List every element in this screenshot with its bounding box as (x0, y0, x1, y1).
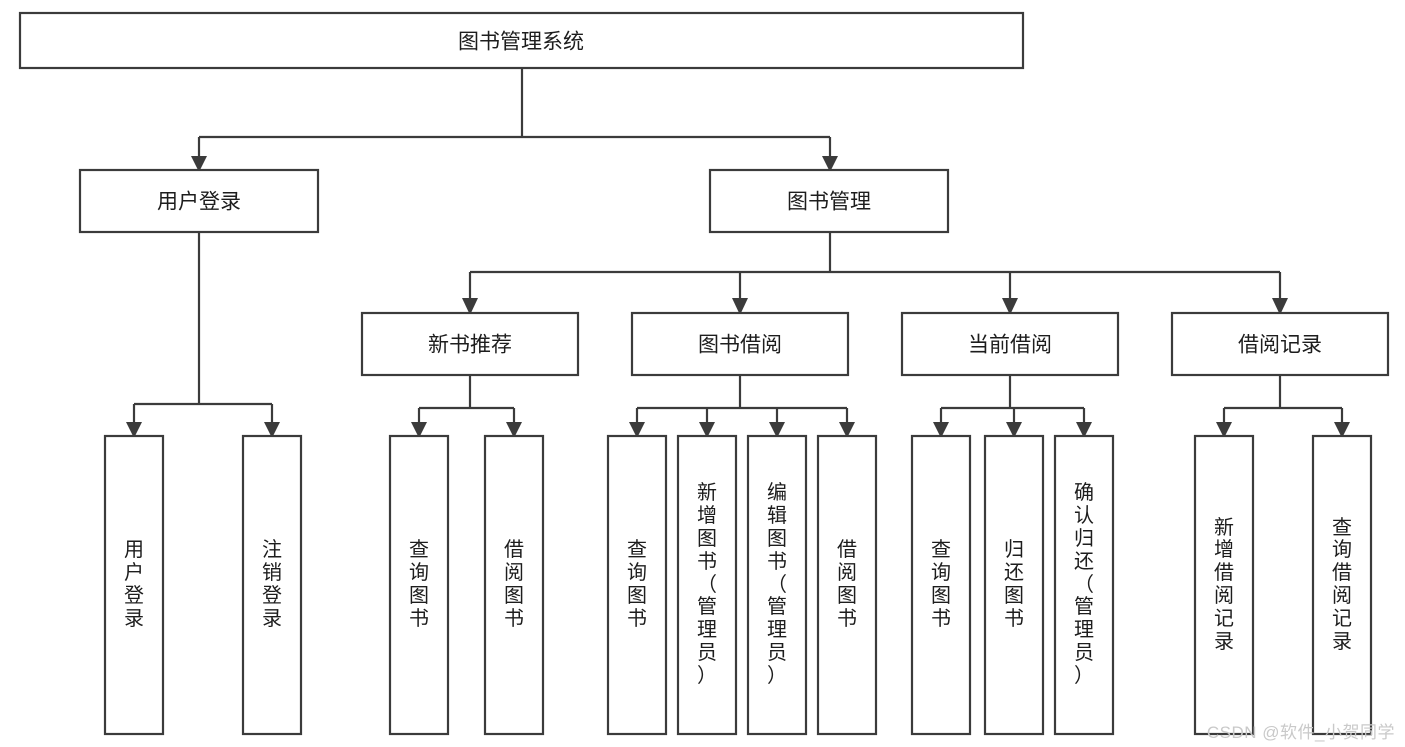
leaf-box-借阅图书-2[interactable] (816, 434, 878, 736)
arrow-to-用户登录 (191, 156, 207, 172)
node-借阅记录[interactable]: 借阅记录 (1170, 311, 1390, 377)
arrow-to-图书借阅 (732, 298, 748, 315)
connector-图书管理-branch (468, 232, 1282, 300)
node-图书管理-box[interactable] (708, 168, 950, 234)
leaf-box-新增借阅记录[interactable] (1193, 434, 1255, 736)
node-新书推荐[interactable]: 新书推荐 (360, 311, 580, 377)
node-当前借阅[interactable]: 当前借阅 (900, 311, 1120, 377)
arrow-to-借阅记录 (1272, 298, 1288, 315)
arrow-to-leaf-确认归还 (1076, 422, 1092, 438)
leaf-box-借阅图书-1[interactable] (483, 434, 545, 736)
node-当前借阅-label: 当前借阅 (968, 334, 1052, 357)
node-用户登录-label: 用户登录 (157, 191, 241, 214)
node-用户登录-box[interactable] (78, 168, 320, 234)
connector-图书借阅-branch (635, 375, 849, 424)
arrow-to-新书推荐 (462, 298, 478, 315)
leaf-box-编辑图书[interactable] (746, 434, 808, 736)
node-借阅记录-label: 借阅记录 (1238, 334, 1322, 357)
node-图书借阅[interactable]: 图书借阅 (630, 311, 850, 377)
connector-layer (126, 68, 1350, 438)
arrow-to-leaf-归还图书 (1006, 422, 1022, 438)
leaf-box-查询图书-1[interactable] (388, 434, 450, 736)
connector-借阅记录-branch (1222, 375, 1344, 424)
leaf-box-确认归还[interactable] (1053, 434, 1115, 736)
leaf-box-layer (103, 434, 1373, 736)
arrow-to-leaf-新增图书 (699, 422, 715, 438)
connector-当前借阅-branch (939, 375, 1086, 424)
leaf-box-查询图书-2[interactable] (606, 434, 668, 736)
node-root[interactable]: 图书管理系统 (18, 11, 1025, 70)
arrow-to-leaf-查询图书-1 (411, 422, 427, 438)
arrow-to-leaf-借阅图书-1 (506, 422, 522, 438)
node-图书管理-label: 图书管理 (787, 191, 871, 214)
arrow-to-图书管理 (822, 156, 838, 172)
arrow-to-leaf-借阅图书-2 (839, 422, 855, 438)
leaf-box-归还图书[interactable] (983, 434, 1045, 736)
node-图书借阅-label: 图书借阅 (698, 334, 782, 357)
arrow-to-leaf-新增借阅记录 (1216, 422, 1232, 438)
arrow-to-leaf-查询图书-3 (933, 422, 949, 438)
node-图书借阅-box[interactable] (630, 311, 850, 377)
node-root-label: 图书管理系统 (458, 31, 584, 54)
node-新书推荐-box[interactable] (360, 311, 580, 377)
arrow-to-leaf-注销登录 (264, 422, 280, 438)
csdn-watermark: CSDN @软件_小贺同学 (1206, 723, 1395, 742)
arrow-to-当前借阅 (1002, 298, 1018, 315)
leaf-box-新增图书[interactable] (676, 434, 738, 736)
node-新书推荐-label: 新书推荐 (428, 334, 512, 357)
connector-新书推荐-branch (417, 375, 516, 424)
leaf-box-查询图书-3[interactable] (910, 434, 972, 736)
arrow-to-leaf-用户登录 (126, 422, 142, 438)
connector-root-trunk (197, 68, 832, 158)
node-图书管理[interactable]: 图书管理 (708, 168, 950, 234)
leaf-box-注销登录[interactable] (241, 434, 303, 736)
arrow-to-leaf-查询图书-2 (629, 422, 645, 438)
node-借阅记录-box[interactable] (1170, 311, 1390, 377)
arrow-to-leaf-编辑图书 (769, 422, 785, 438)
node-当前借阅-box[interactable] (900, 311, 1120, 377)
leaf-box-查询借阅记录[interactable] (1311, 434, 1373, 736)
connector-用户登录-branch (132, 232, 274, 424)
leaf-box-用户登录[interactable] (103, 434, 165, 736)
node-root-box[interactable] (18, 11, 1025, 70)
arrow-to-leaf-查询借阅记录 (1334, 422, 1350, 438)
node-用户登录[interactable]: 用户登录 (78, 168, 320, 234)
